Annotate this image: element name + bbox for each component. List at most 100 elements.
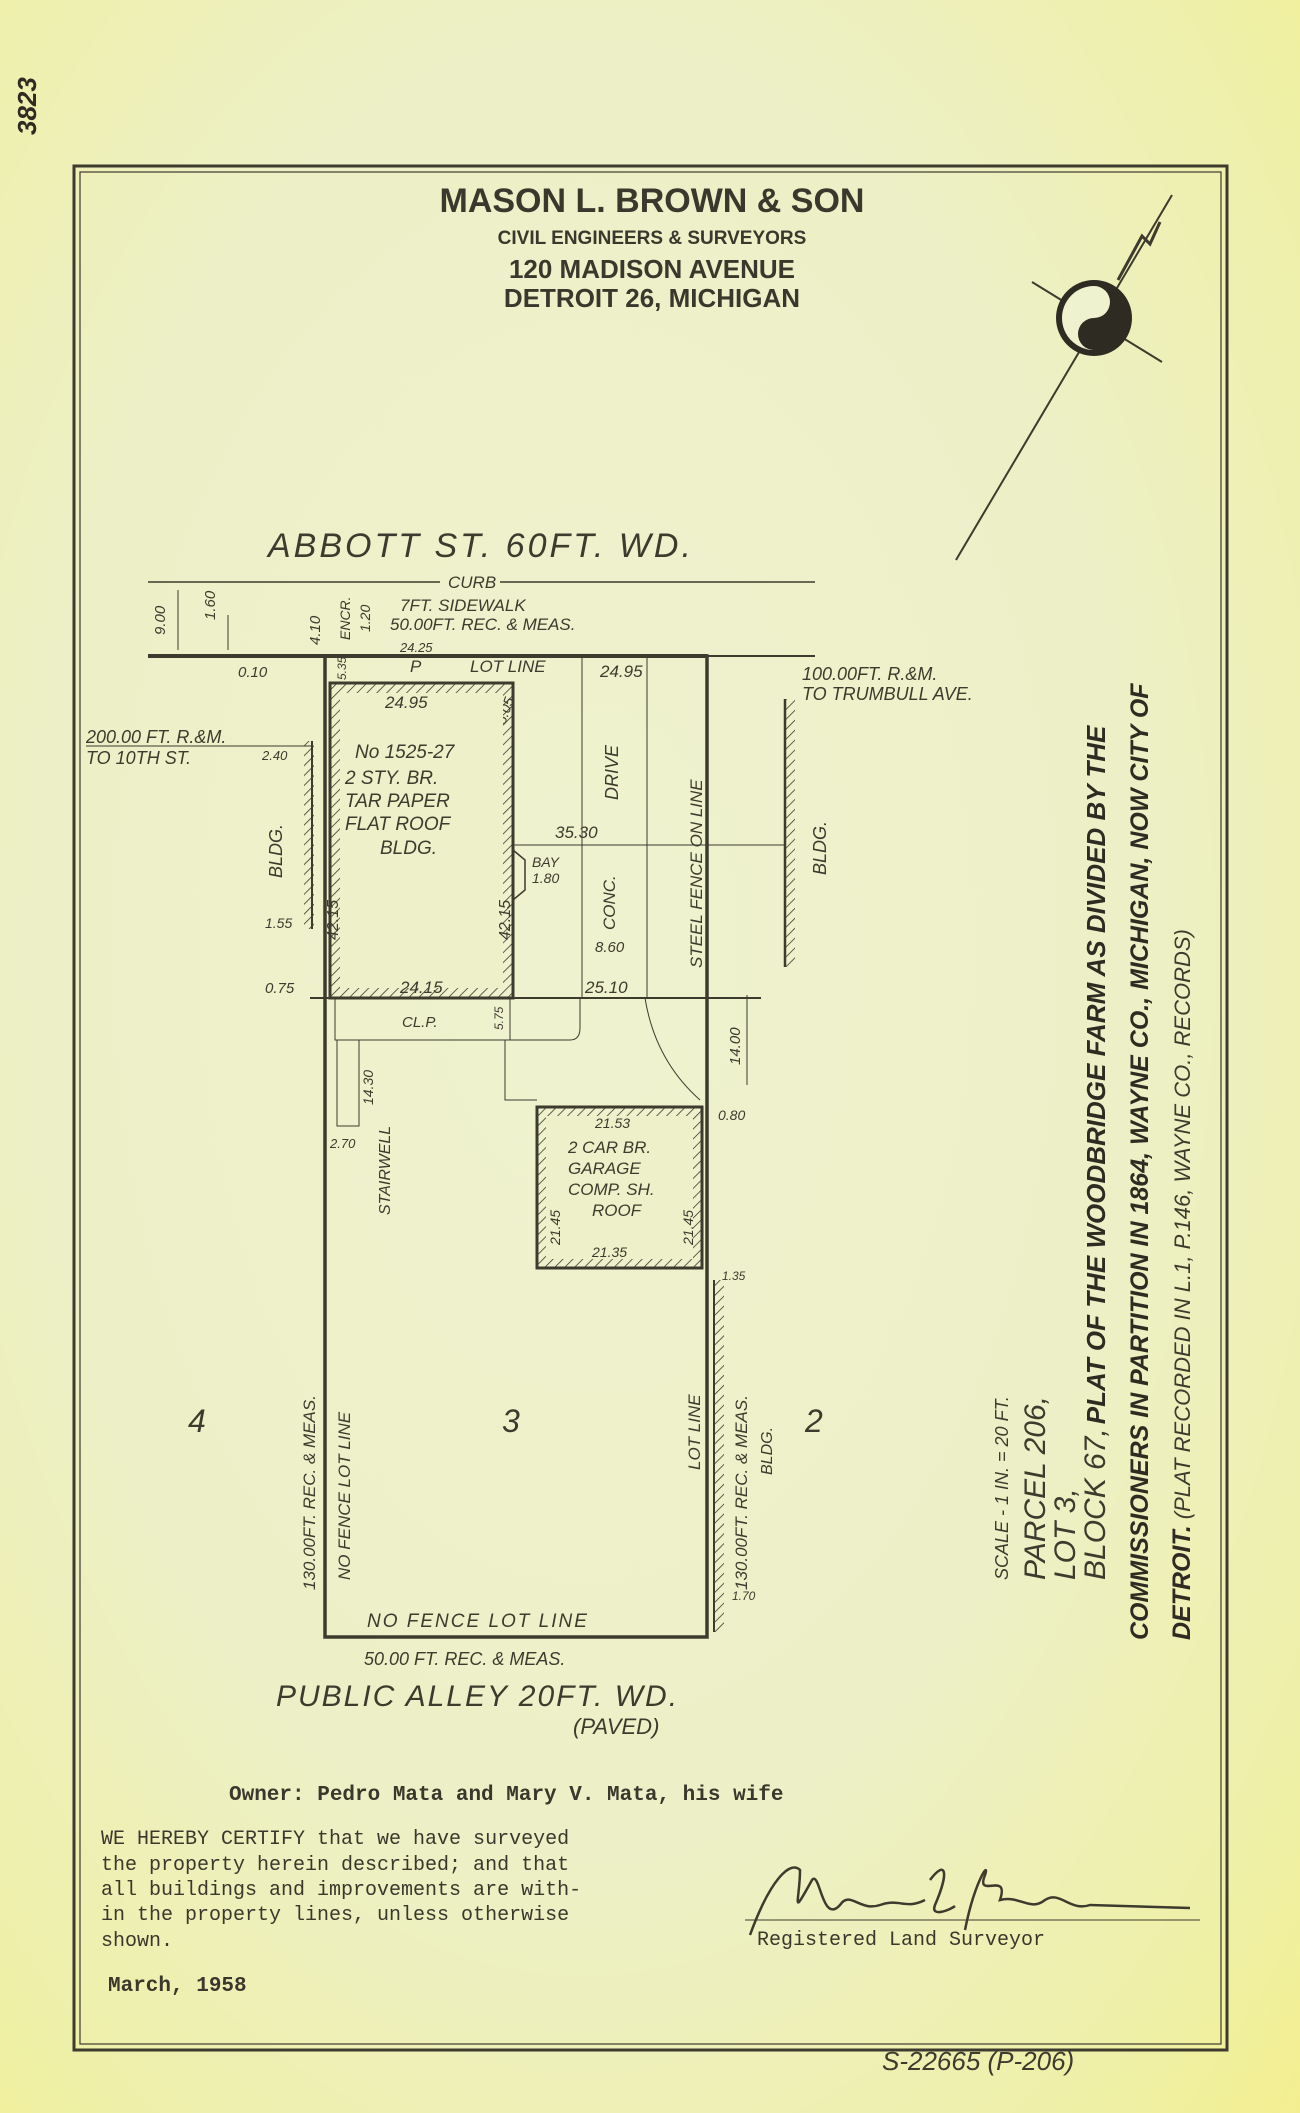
- dim-label: 24.25: [399, 640, 433, 655]
- encroachment-label: ENCR.: [337, 596, 353, 640]
- right-side-dimension: 130.00FT. REC. & MEAS.: [732, 1395, 751, 1590]
- certification-line: WE HEREBY CERTIFY that we have surveyed: [101, 1828, 569, 1851]
- distance-to-trumbull: TO TRUMBULL AVE.: [802, 684, 973, 704]
- distance-to-trumbull: 100.00FT. R.&M.: [802, 664, 937, 684]
- lot-line-label: LOT LINE: [685, 1394, 704, 1470]
- firm-name: MASON L. BROWN & SON: [440, 182, 865, 220]
- dim-label: 2.70: [329, 1136, 356, 1151]
- dim-label: 24.95: [599, 662, 643, 681]
- surveyor-signature: [745, 1866, 1200, 1936]
- plat-recorded-label: (PLAT RECORDED IN L.1, P.146, WAYNE CO.,…: [1170, 929, 1195, 1519]
- plat-line-1: PLAT OF THE WOODBRIDGE FARM AS DIVIDED B…: [1081, 725, 1111, 1424]
- signature-title: Registered Land Surveyor: [757, 1929, 1045, 1952]
- dim-label: 42.15: [497, 900, 514, 940]
- house-label: TAR PAPER: [345, 791, 450, 812]
- dim-label: 21.35: [591, 1244, 627, 1260]
- firm-address: 120 MADISON AVENUE: [509, 254, 795, 284]
- parcel-label: PARCEL 206,: [1019, 1396, 1052, 1580]
- lot-number-3: 3: [502, 1403, 520, 1439]
- building-label: BLDG.: [266, 824, 286, 878]
- distance-to-10th: 200.00 FT. R.&M.: [85, 727, 226, 747]
- dim-label: 1.20: [357, 605, 373, 632]
- concrete-label: CONC.: [600, 875, 619, 930]
- house-label: No 1525-27: [355, 742, 456, 763]
- dim-label: 0.75: [265, 980, 295, 997]
- garage-label: 2 CAR BR.: [567, 1138, 651, 1157]
- house-label: FLAT ROOF: [345, 814, 452, 835]
- dim-label: 2.40: [261, 748, 288, 763]
- certification-line: shown.: [101, 1930, 173, 1953]
- dim-label: 42.15: [325, 900, 342, 940]
- dim-label: 0.80: [718, 1107, 745, 1123]
- drawing-number: S-22665 (P-206): [882, 2046, 1074, 2076]
- dim-label: 5.75: [492, 1006, 506, 1030]
- drive-label: DRIVE: [602, 744, 622, 800]
- sidewalk-label: 7FT. SIDEWALK: [400, 596, 526, 615]
- dim-label: 35.30: [555, 823, 598, 842]
- dim-label: 21.53: [594, 1115, 630, 1131]
- lot-number-2: 2: [804, 1403, 823, 1439]
- house-building: [328, 681, 515, 1000]
- dim-label: 14.30: [360, 1070, 376, 1105]
- garage-label: GARAGE: [568, 1159, 641, 1178]
- dim-label: 9.00: [152, 605, 169, 635]
- lot-3-boundary: [323, 654, 709, 1639]
- steel-fence-label: STEEL FENCE ON LINE: [687, 779, 706, 968]
- certification-line: all buildings and improvements are with-: [101, 1879, 581, 1902]
- rear-dimension: 50.00 FT. REC. & MEAS.: [364, 1649, 565, 1669]
- lot-label: LOT 3,: [1049, 1488, 1082, 1580]
- dim-label: 4.10: [307, 615, 324, 645]
- dim-label: 8.60: [595, 939, 625, 956]
- dim-label: 21.45: [547, 1210, 563, 1246]
- certification-line: in the property lines, unless otherwise: [101, 1904, 569, 1927]
- scale-label: SCALE - 1 IN. = 20 FT.: [992, 1396, 1012, 1580]
- dim-label: 1.70: [732, 1589, 756, 1603]
- plat-line-2: COMMISSIONERS IN PARTITION IN 1864, WAYN…: [1126, 683, 1154, 1640]
- dim-label: 14.00: [727, 1027, 744, 1065]
- dim-label: 21.45: [680, 1210, 696, 1246]
- certification-line: the property herein described; and that: [101, 1854, 569, 1877]
- block-label: BLOCK 67,: [1079, 1428, 1112, 1580]
- plat-line-3: DETROIT. (PLAT RECORDED IN L.1, P.146, WA…: [1168, 929, 1196, 1640]
- lot-number-4: 4: [188, 1403, 206, 1439]
- stairwell-label: STAIRWELL: [377, 1126, 394, 1215]
- dim-label: 24.15: [399, 978, 443, 997]
- no-fence-label: NO FENCE LOT LINE: [335, 1411, 354, 1580]
- dim-label: 1.80: [532, 870, 559, 886]
- dim-label: 25.10: [584, 978, 628, 997]
- no-fence-label: NO FENCE LOT LINE: [367, 1611, 589, 1632]
- alley-paved: (PAVED): [573, 1714, 659, 1739]
- dim-label: 0.10: [238, 664, 268, 681]
- survey-date: March, 1958: [108, 1975, 247, 1998]
- north-arrow-icon: [955, 194, 1173, 561]
- house-label: BLDG.: [380, 838, 437, 859]
- street-name: ABBOTT ST. 60FT. WD.: [266, 527, 694, 565]
- garage-label: ROOF: [592, 1201, 643, 1220]
- alley-name: PUBLIC ALLEY 20FT. WD.: [276, 1680, 679, 1713]
- house-label: 2 STY. BR.: [344, 768, 438, 789]
- curb-label: CURB: [448, 573, 496, 592]
- firm-city: DETROIT 26, MICHIGAN: [504, 283, 800, 313]
- garage-building: [535, 1105, 704, 1270]
- garage-label: COMP. SH.: [568, 1180, 655, 1199]
- firm-subtitle: CIVIL ENGINEERS & SURVEYORS: [498, 228, 807, 249]
- porch-label: P: [410, 657, 422, 676]
- dim-label: 1.55: [265, 915, 292, 931]
- clothes-pole-label: CL.P.: [402, 1014, 438, 1031]
- dim-label: 1.35: [722, 1269, 746, 1283]
- detroit-label: DETROIT.: [1168, 1525, 1196, 1640]
- legal-description-line-1: BLOCK 67, PLAT OF THE WOODBRIDGE FARM AS …: [1079, 725, 1112, 1580]
- dim-label: 5.35: [335, 656, 349, 680]
- left-side-dimension: 130.00FT. REC. & MEAS.: [300, 1395, 319, 1590]
- inner-frame: [79, 171, 1222, 2045]
- dim-label: 24.95: [384, 693, 428, 712]
- bay-label: BAY: [532, 854, 561, 870]
- dim-label: 1.60: [202, 590, 219, 620]
- file-number: 3823: [12, 77, 42, 135]
- outer-frame: [72, 164, 1229, 2052]
- lot-line-label: LOT LINE: [470, 657, 546, 676]
- owner-line: Owner: Pedro Mata and Mary V. Mata, his …: [229, 1784, 784, 1807]
- building-label: BLDG.: [810, 821, 830, 875]
